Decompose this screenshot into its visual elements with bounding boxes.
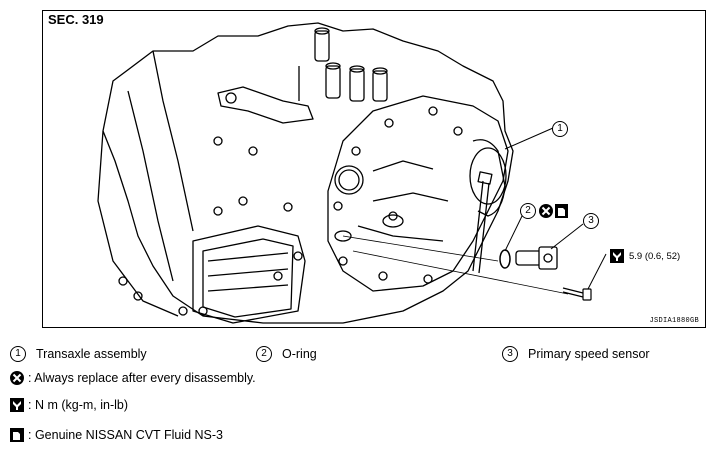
legend-num-1: 1 <box>10 346 26 362</box>
legend-symbol-replace-text: : Always replace after every disassembly… <box>28 371 256 385</box>
legend-num-3: 3 <box>502 346 518 362</box>
side-cover <box>327 95 509 292</box>
legend-item-3: 3 Primary speed sensor <box>502 346 650 362</box>
oil-cooler <box>192 225 306 324</box>
fluid-can-icon <box>555 204 568 218</box>
callout-2: 2 <box>520 203 536 219</box>
round-boss <box>334 165 364 195</box>
legend-label-3: Primary speed sensor <box>528 347 650 361</box>
sensor-bolt <box>562 287 592 301</box>
legend-symbol-replace: : Always replace after every disassembly… <box>10 371 256 385</box>
o-ring <box>499 249 511 269</box>
cylinder-2 <box>325 65 341 99</box>
legend-symbol-torque-text: : N m (kg-m, in-lb) <box>28 398 128 412</box>
legend-symbol-fluid-text: : Genuine NISSAN CVT Fluid NS-3 <box>28 428 223 442</box>
primary-speed-sensor <box>515 246 558 270</box>
legend-symbol-torque: : N m (kg-m, in-lb) <box>10 398 128 412</box>
fluid-can-icon <box>10 428 24 442</box>
shift-lever <box>217 86 314 124</box>
figure-code: JSDIA1880GB <box>649 317 699 325</box>
bell-housing <box>97 130 179 317</box>
callout-1: 1 <box>552 121 568 137</box>
legend-num-2: 2 <box>256 346 272 362</box>
legend-item-1: 1 Transaxle assembly <box>10 346 147 362</box>
legend-symbol-fluid: : Genuine NISSAN CVT Fluid NS-3 <box>10 428 223 442</box>
legend-label-1: Transaxle assembly <box>36 347 147 361</box>
transaxle-illustration <box>97 22 607 324</box>
torque-wrench-icon <box>10 398 24 412</box>
callout-3: 3 <box>583 213 599 229</box>
o-ring-symbols <box>539 204 568 218</box>
cylinder-1 <box>314 30 330 62</box>
legend-label-2: O-ring <box>282 347 317 361</box>
cylinder-3 <box>349 68 365 102</box>
bolt-heads <box>118 106 463 316</box>
replace-icon <box>539 204 553 218</box>
torque-spec: 5.9 (0.6, 52) <box>629 251 681 262</box>
cylinder-4 <box>372 70 388 102</box>
casing-outline <box>102 22 514 324</box>
torque-wrench-icon <box>610 249 624 263</box>
legend-item-2: 2 O-ring <box>256 346 317 362</box>
section-label: SEC. 319 <box>48 12 104 27</box>
diagram-frame: SEC. 319 1 2 3 5.9 (0.6, 52) JSDIA1880GB <box>42 10 706 328</box>
replace-icon <box>10 371 24 385</box>
